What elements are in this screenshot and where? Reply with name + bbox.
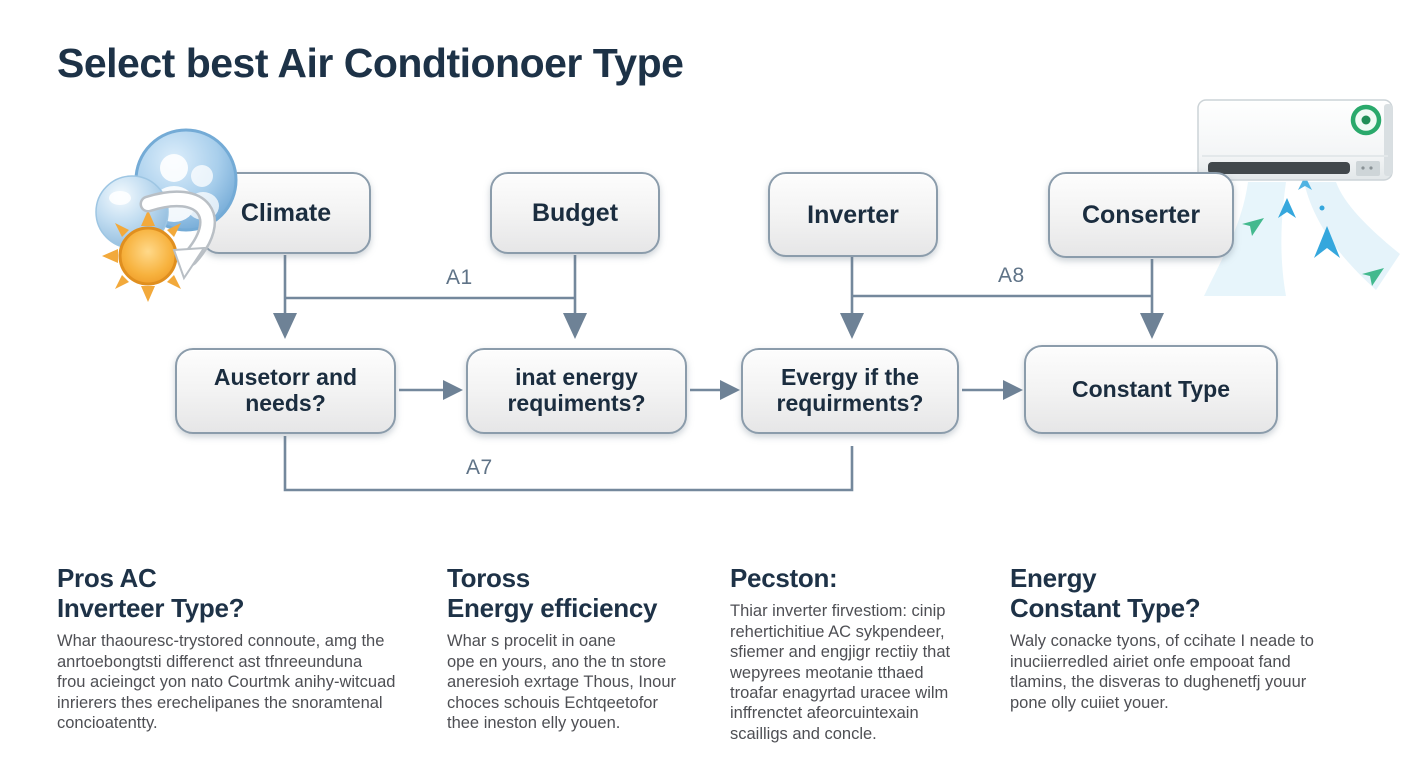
flow-box-energy-requirements: inat energy requiments? <box>466 348 687 434</box>
column-body: Waly conacke tyons, of ccihate I neade t… <box>1010 632 1314 712</box>
column-body: Whar thaouresc-trystored connoute, amg t… <box>57 632 396 733</box>
flow-box-conserter: Conserter <box>1048 172 1234 258</box>
curved-arrow-icon <box>139 190 216 281</box>
column-heading: Toross Energy efficiency <box>447 563 658 624</box>
connector-label-a1: A1 <box>446 266 473 289</box>
column-pecston: Pecston: Thiar inverter firvestiom: cini… <box>730 563 990 744</box>
airflow-icon <box>1204 176 1400 296</box>
connector-label-a8: A8 <box>998 264 1025 287</box>
air-conditioner-icon <box>1197 99 1400 296</box>
column-energy-constant: Energy Constant Type? Waly conacke tyons… <box>1010 563 1350 713</box>
column-heading: Pros AC Inverteer Type? <box>57 563 245 624</box>
flow-box-inverter: Inverter <box>768 172 938 257</box>
column-heading: Pecston: <box>730 563 838 593</box>
column-body: Whar s procelit in oane ope en yours, an… <box>447 632 677 733</box>
ac-unit-body <box>1197 99 1393 181</box>
flow-box-constant-type: Constant Type <box>1024 345 1278 434</box>
flow-box-evergy-requirements: Evergy if the requirments? <box>741 348 959 434</box>
flow-box-ausetorr-needs: Ausetorr and needs? <box>175 348 396 434</box>
connector-label-a7: A7 <box>466 456 493 479</box>
column-heading: Energy Constant Type? <box>1010 563 1201 624</box>
column-energy-efficiency: Toross Energy efficiency Whar s procelit… <box>447 563 717 734</box>
column-pros-inverter: Pros AC Inverteer Type? Whar thaouresc-t… <box>57 563 397 734</box>
page-title: Select best Air Condtionoer Type <box>57 40 684 86</box>
flow-box-budget: Budget <box>490 172 660 254</box>
arrowhead-icons <box>273 313 1164 400</box>
column-body: Thiar inverter firvestiom: cinip reherti… <box>730 602 951 743</box>
ac-power-button-icon <box>1350 104 1382 136</box>
climate-icon-cluster <box>95 128 238 302</box>
